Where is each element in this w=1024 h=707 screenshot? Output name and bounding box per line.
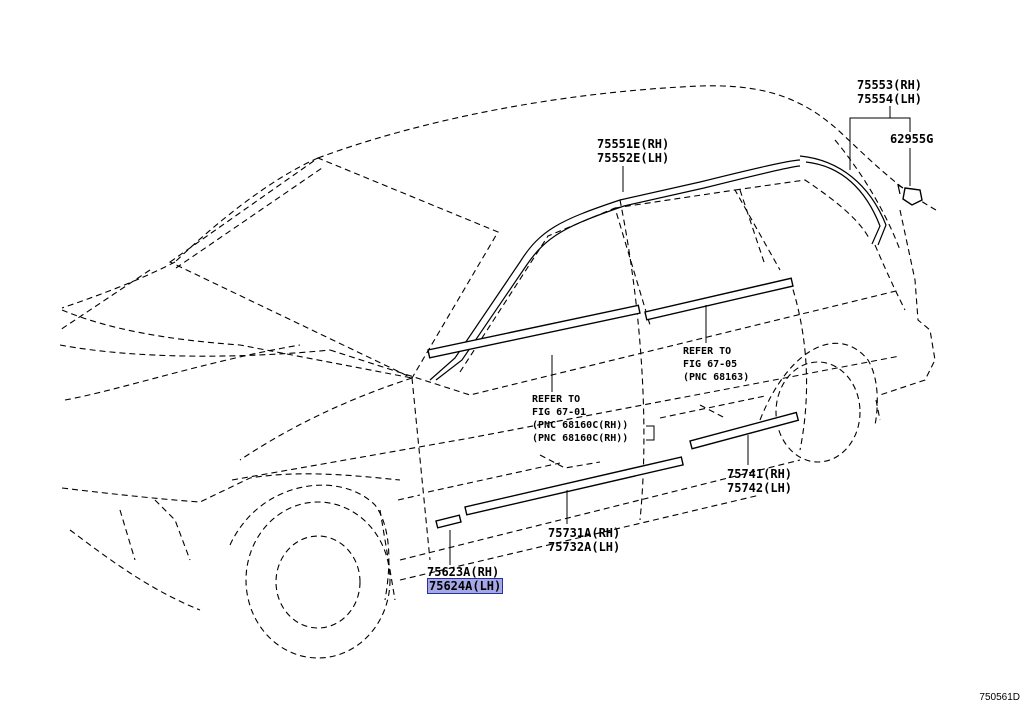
rear-door-seam (789, 279, 808, 451)
front-wheel-arch (229, 484, 390, 601)
part-label-75741[interactable]: 75741(RH) (727, 467, 793, 481)
part-label-75731a[interactable]: 75731A(RH) (548, 526, 621, 540)
ref-front-line2[interactable]: FIG 67-01 (532, 407, 587, 418)
rear-wheel (775, 361, 861, 463)
rear-wheel-arch (759, 342, 878, 426)
ref-front-line3[interactable]: (PNC 68160C(RH)) (532, 420, 629, 431)
part-label-75732a[interactable]: 75732A(LH) (548, 540, 621, 554)
ref-front-line4[interactable]: (PNC 68160C(RH)) (532, 433, 629, 444)
front-door-moulding-75731 (464, 456, 684, 516)
roof-outline (317, 85, 937, 211)
ref-rear-line2[interactable]: FIG 67-05 (683, 359, 738, 370)
part-label-75742[interactable]: 75742(LH) (727, 481, 793, 495)
hood-outline (61, 309, 413, 379)
part-label-75554[interactable]: 75554(LH) (857, 92, 923, 106)
front-wheel (245, 501, 391, 659)
part-label-75551e[interactable]: 75551E(RH) (597, 137, 670, 151)
clip-62955g (897, 183, 923, 206)
ref-front-line1: REFER TO (532, 394, 581, 405)
figure-code: 750561D (979, 692, 1020, 703)
part-label-75552e[interactable]: 75552E(LH) (597, 151, 670, 165)
part-label-75553[interactable]: 75553(RH) (857, 78, 923, 92)
ref-rear-line3[interactable]: (PNC 68163) (683, 372, 750, 383)
front-door-seam (619, 199, 645, 521)
rear-roof-moulding-75553 (799, 155, 887, 246)
part-label-75623a[interactable]: 75623A(RH) (427, 565, 500, 579)
fender-moulding-75623 (435, 514, 462, 529)
rear-door-moulding-75741 (689, 411, 800, 450)
part-label-75624a-highlighted[interactable]: 75624A(LH) (427, 578, 504, 594)
rear-belt-moulding (644, 277, 794, 321)
windshield-outline (168, 157, 499, 379)
part-label-62955g[interactable]: 62955G (890, 132, 934, 146)
roof-drip-moulding-75551 (429, 159, 801, 381)
front-belt-moulding (427, 304, 641, 359)
ref-rear-line1: REFER TO (683, 346, 732, 357)
